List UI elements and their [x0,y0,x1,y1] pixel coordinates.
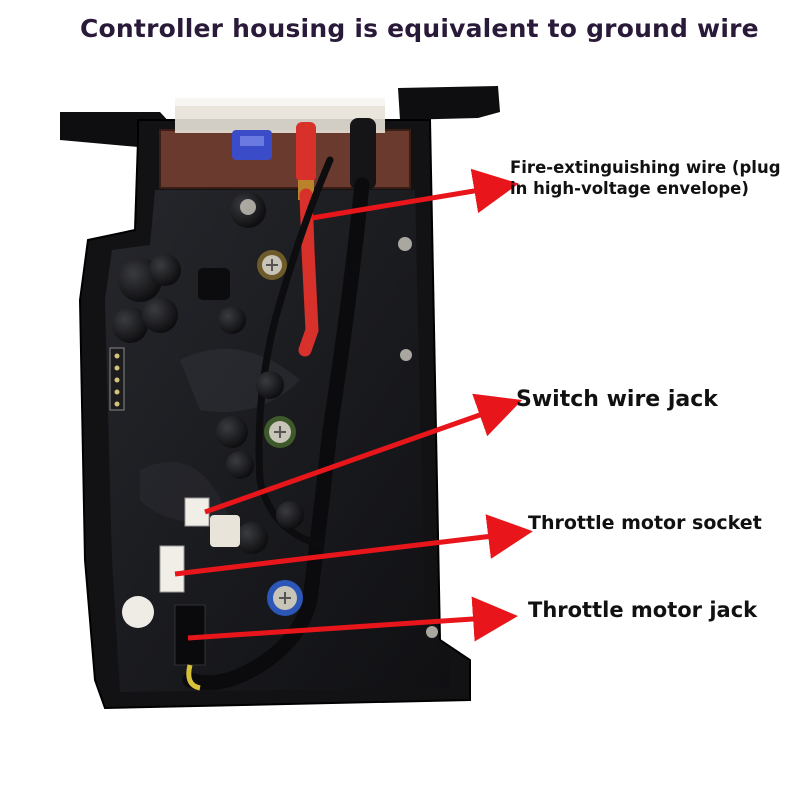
throttle-motor-socket-connector [159,545,185,593]
screw [400,349,412,361]
arrow-switch-jack [204,393,523,515]
capacitor [226,451,254,479]
callout-fire-line1: Fire-extinguishing wire (plug [510,158,781,177]
mounting-tab-right [398,86,500,120]
capacitor [256,371,284,399]
capacitor [112,307,148,343]
capacitor [276,501,304,529]
arrow-throttle-jack [187,596,518,642]
throttle-motor-jack-connector [174,604,206,666]
arrow-throttle-socket [174,514,533,577]
capacitor [216,416,248,448]
callout-throttle-motor-socket: Throttle motor socket [528,512,762,534]
label-sticker [122,596,154,628]
capacitor [142,297,178,333]
capacitor [218,306,246,334]
arrow-fire-wire [311,168,519,221]
callout-switch-wire-jack: Switch wire jack [516,387,718,412]
callout-fire-line2: in high-voltage envelope) [510,178,749,198]
callout-fire-extinguishing-wire: Fire-extinguishing wire (plug in high-vo… [510,158,781,199]
screw [398,237,412,251]
capacitor [236,522,268,554]
callout-throttle-motor-jack: Throttle motor jack [528,598,758,622]
capacitor [149,254,181,286]
screw [426,626,438,638]
page-title: Controller housing is equivalent to grou… [80,14,759,43]
